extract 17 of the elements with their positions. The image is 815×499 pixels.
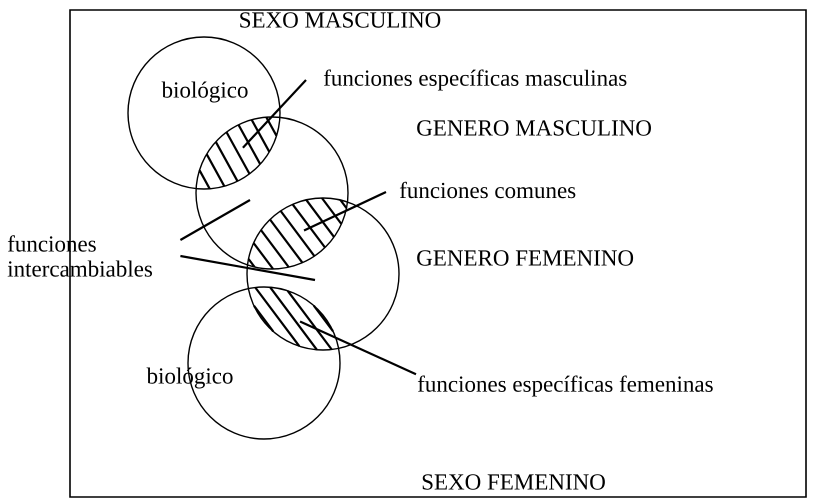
circle-label: biológico <box>162 82 248 102</box>
region-label: SEXO MASCULINO <box>240 12 440 28</box>
leader-line <box>304 191 386 232</box>
region-label: SEXO FEMENINO <box>422 474 605 490</box>
region-label: GENERO MASCULINO <box>417 120 651 136</box>
hatched-region <box>247 196 348 270</box>
leader-line <box>180 199 251 241</box>
circle <box>195 116 349 270</box>
leader-text: funciones específicas femeninas <box>418 375 713 397</box>
leader-line <box>242 79 307 148</box>
hatched-region <box>198 116 278 190</box>
leader-text: funciones específicas masculinas <box>324 69 626 91</box>
leader-text: funciones comunes <box>400 182 576 198</box>
hatched-region <box>252 286 334 351</box>
region-label: GENERO FEMENINO <box>417 250 634 266</box>
leader-line <box>180 254 316 282</box>
leader-line <box>300 320 416 376</box>
